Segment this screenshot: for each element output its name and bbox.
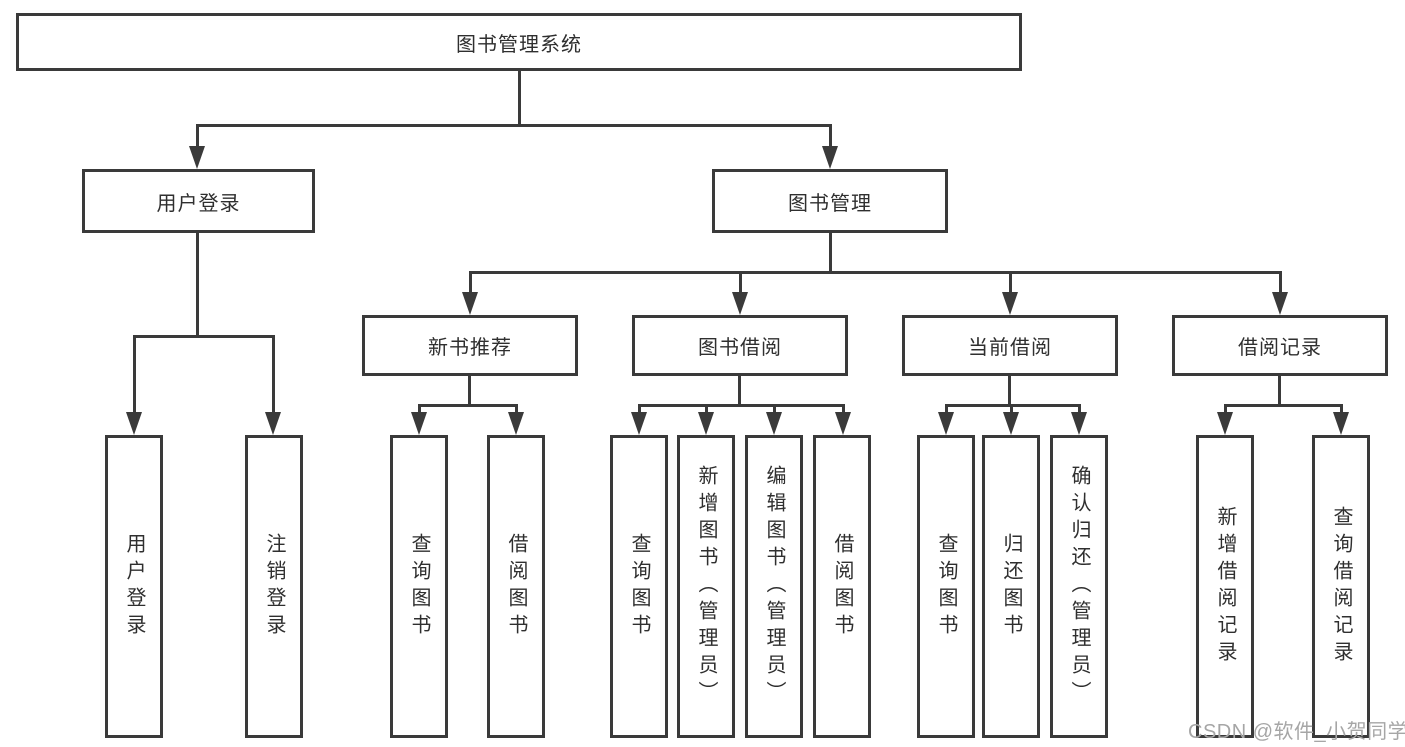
connector-horizontal xyxy=(133,335,275,338)
leaf-query-books-recommend: 查询图书 xyxy=(390,435,448,738)
arrow-down-icon xyxy=(1217,412,1233,435)
arrow-down-icon xyxy=(1071,412,1087,435)
arrow-stem xyxy=(272,335,275,415)
arrow-stem xyxy=(705,404,708,416)
arrow-stem xyxy=(418,404,421,416)
leaf-label: 归还图书 xyxy=(1000,532,1022,641)
arrow-stem xyxy=(842,404,845,416)
arrow-down-icon xyxy=(698,412,714,435)
arrow-stem xyxy=(196,124,199,149)
connector-horizontal xyxy=(196,124,832,127)
connector-vertical xyxy=(1278,376,1281,407)
node-new-book-recommend: 新书推荐 xyxy=(362,315,578,376)
arrow-down-icon xyxy=(189,146,205,169)
arrow-down-icon xyxy=(1333,412,1349,435)
arrow-down-icon xyxy=(126,412,142,435)
node-current-borrow: 当前借阅 xyxy=(902,315,1118,376)
arrow-stem xyxy=(638,404,641,416)
leaf-borrow-books-recommend: 借阅图书 xyxy=(487,435,545,738)
node-library-system: 图书管理系统 xyxy=(16,13,1022,71)
leaf-label: 借阅图书 xyxy=(505,532,527,641)
leaf-edit-book-admin: 编辑图书（管理员） xyxy=(745,435,803,738)
arrow-down-icon xyxy=(265,412,281,435)
arrow-stem xyxy=(133,335,136,415)
arrow-stem xyxy=(1010,404,1013,416)
leaf-label: 借阅图书 xyxy=(831,532,853,641)
arrow-stem xyxy=(773,404,776,416)
leaf-return-books: 归还图书 xyxy=(982,435,1040,738)
connector-vertical xyxy=(468,376,471,407)
leaf-label: 查询图书 xyxy=(935,532,957,641)
leaf-add-borrow-record: 新增借阅记录 xyxy=(1196,435,1254,738)
leaf-label: 编辑图书（管理员） xyxy=(763,465,785,708)
arrow-down-icon xyxy=(631,412,647,435)
connector-vertical xyxy=(518,71,521,127)
arrow-down-icon xyxy=(1272,292,1288,315)
arrow-stem xyxy=(1279,271,1282,294)
arrow-stem xyxy=(1009,271,1012,294)
leaf-label: 新增借阅记录 xyxy=(1214,505,1236,668)
leaf-user-login: 用户登录 xyxy=(105,435,163,738)
arrow-stem xyxy=(469,271,472,294)
connector-vertical xyxy=(738,376,741,407)
node-book-management: 图书管理 xyxy=(712,169,948,233)
connector-vertical xyxy=(829,233,832,274)
arrow-down-icon xyxy=(938,412,954,435)
leaf-logout: 注销登录 xyxy=(245,435,303,738)
leaf-label: 查询借阅记录 xyxy=(1330,505,1352,668)
leaf-label: 注销登录 xyxy=(263,532,285,641)
connector-horizontal xyxy=(1224,404,1342,407)
arrow-down-icon xyxy=(835,412,851,435)
arrow-down-icon xyxy=(1002,292,1018,315)
csdn-watermark: CSDN @软件_小贺同学 xyxy=(1188,721,1405,743)
leaf-confirm-return-admin: 确认归还（管理员） xyxy=(1050,435,1108,738)
arrow-down-icon xyxy=(508,412,524,435)
connector-horizontal xyxy=(638,404,844,407)
leaf-label: 确认归还（管理员） xyxy=(1068,465,1090,708)
connector-vertical xyxy=(196,233,199,338)
leaf-query-books-borrow: 查询图书 xyxy=(610,435,668,738)
leaf-borrow-books-borrow: 借阅图书 xyxy=(813,435,871,738)
arrow-stem xyxy=(739,271,742,294)
connector-vertical xyxy=(1008,376,1011,407)
arrow-down-icon xyxy=(462,292,478,315)
arrow-down-icon xyxy=(732,292,748,315)
leaf-query-borrow-record: 查询借阅记录 xyxy=(1312,435,1370,738)
arrow-stem xyxy=(1340,404,1343,416)
arrow-stem xyxy=(829,124,832,149)
leaf-query-books-current: 查询图书 xyxy=(917,435,975,738)
node-book-borrow: 图书借阅 xyxy=(632,315,848,376)
node-borrow-records: 借阅记录 xyxy=(1172,315,1388,376)
arrow-stem xyxy=(1224,404,1227,416)
arrow-stem xyxy=(515,404,518,416)
leaf-label: 查询图书 xyxy=(408,532,430,641)
connector-horizontal xyxy=(469,271,1282,274)
arrow-down-icon xyxy=(411,412,427,435)
arrow-down-icon xyxy=(1003,412,1019,435)
arrow-down-icon xyxy=(822,146,838,169)
connector-horizontal xyxy=(418,404,518,407)
leaf-add-book-admin: 新增图书（管理员） xyxy=(677,435,735,738)
arrow-down-icon xyxy=(766,412,782,435)
leaf-label: 新增图书（管理员） xyxy=(695,465,717,708)
leaf-label: 查询图书 xyxy=(628,532,650,641)
node-user-login: 用户登录 xyxy=(82,169,315,233)
arrow-stem xyxy=(1078,404,1081,416)
arrow-stem xyxy=(945,404,948,416)
leaf-label: 用户登录 xyxy=(123,532,145,641)
